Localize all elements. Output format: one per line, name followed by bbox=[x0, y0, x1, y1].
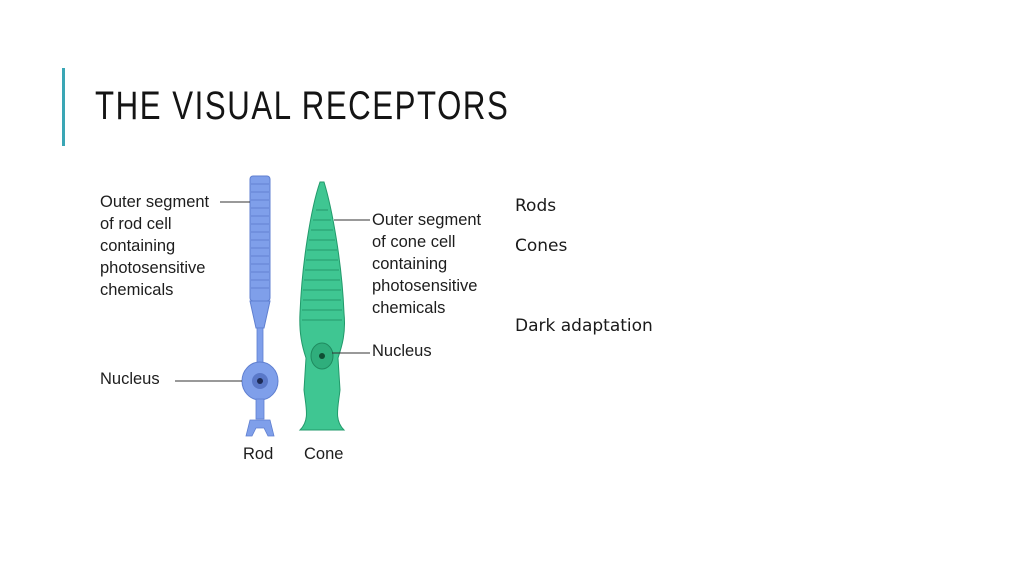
slide-title: THE VISUAL RECEPTORS bbox=[95, 84, 510, 128]
cone-cell-shape bbox=[298, 181, 346, 431]
bullet-rods: Rods bbox=[515, 196, 557, 216]
rod-label-line-2: of rod cell bbox=[100, 215, 172, 233]
rod-cone-illustration bbox=[175, 175, 370, 437]
bullet-dark-adaptation: Dark adaptation bbox=[515, 316, 653, 336]
cone-caption: Cone bbox=[304, 445, 344, 463]
cone-label-line-3: containing bbox=[372, 255, 448, 273]
leader-lines bbox=[175, 201, 370, 382]
receptor-diagram: Outer segment of rod cell containing pho… bbox=[90, 168, 500, 473]
cone-nucleus-label: Nucleus bbox=[372, 342, 432, 360]
rod-caption: Rod bbox=[243, 445, 274, 463]
cone-label-line-2: of cone cell bbox=[372, 233, 456, 251]
rod-label-line-3: containing bbox=[100, 237, 176, 255]
cone-label-line-4: photosensitive bbox=[372, 277, 478, 295]
bullet-cones: Cones bbox=[515, 236, 568, 256]
rod-label-line-1: Outer segment bbox=[100, 193, 210, 211]
title-accent-bar bbox=[62, 68, 65, 146]
rod-label-line-5: chemicals bbox=[100, 281, 174, 299]
cone-outer-segment-label: Outer segment of cone cell containing ph… bbox=[372, 209, 481, 319]
rod-cell-shape bbox=[241, 175, 279, 437]
cone-label-line-5: chemicals bbox=[372, 299, 446, 317]
rod-label-line-4: photosensitive bbox=[100, 259, 206, 277]
rod-outer-segment-label: Outer segment of rod cell containing pho… bbox=[100, 191, 209, 301]
cone-label-line-1: Outer segment bbox=[372, 211, 482, 229]
rod-nucleus-label: Nucleus bbox=[100, 370, 160, 388]
